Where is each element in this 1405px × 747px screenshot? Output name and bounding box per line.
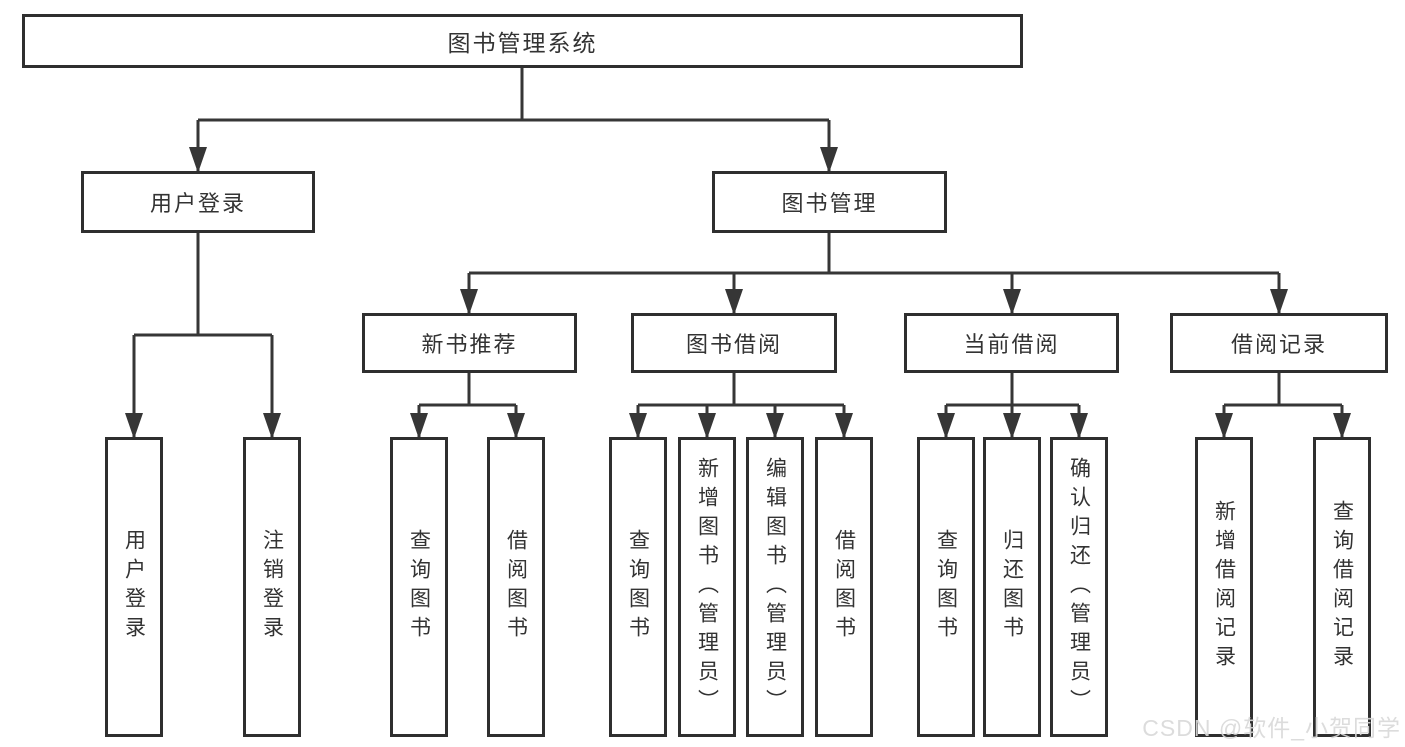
leaf-return-book-label: 归还图书	[1000, 529, 1024, 645]
leaf-user-login: 用户登录	[105, 437, 163, 737]
leaf-add-borrow-record-label: 新增借阅记录	[1212, 500, 1236, 674]
leaf-query-books-current-label: 查询图书	[934, 529, 958, 645]
node-book-borrowing: 图书借阅	[631, 313, 837, 373]
leaf-query-borrow-record-label: 查询借阅记录	[1330, 500, 1354, 674]
leaf-logout: 注销登录	[243, 437, 301, 737]
arrowhead-icons	[125, 147, 1351, 439]
leaf-query-books-borrowing-label: 查询图书	[626, 529, 650, 645]
node-borrowing-records: 借阅记录	[1170, 313, 1388, 373]
node-root-system: 图书管理系统	[22, 14, 1023, 68]
leaf-confirm-return-admin: 确认归还（管理员）	[1050, 437, 1108, 737]
leaf-add-borrow-record: 新增借阅记录	[1195, 437, 1253, 737]
leaf-query-books-borrowing: 查询图书	[609, 437, 667, 737]
node-new-book-recommendation: 新书推荐	[362, 313, 577, 373]
leaf-add-book-admin: 新增图书（管理员）	[678, 437, 736, 737]
leaf-add-book-admin-label: 新增图书（管理员）	[695, 456, 719, 718]
leaf-query-books-current: 查询图书	[917, 437, 975, 737]
leaf-edit-book-admin-label: 编辑图书（管理员）	[763, 456, 787, 718]
leaf-edit-book-admin: 编辑图书（管理员）	[746, 437, 804, 737]
leaf-borrow-books-recommendation: 借阅图书	[487, 437, 545, 737]
leaf-query-books-recommendation-label: 查询图书	[407, 529, 431, 645]
node-user-login: 用户登录	[81, 171, 315, 233]
leaf-return-book: 归还图书	[983, 437, 1041, 737]
leaf-query-books-recommendation: 查询图书	[390, 437, 448, 737]
leaf-borrow-books-borrowing-label: 借阅图书	[832, 529, 856, 645]
leaf-borrow-books-recommendation-label: 借阅图书	[504, 529, 528, 645]
leaf-logout-label: 注销登录	[260, 529, 284, 645]
leaf-query-borrow-record: 查询借阅记录	[1313, 437, 1371, 737]
node-book-management: 图书管理	[712, 171, 947, 233]
leaf-confirm-return-admin-label: 确认归还（管理员）	[1067, 456, 1091, 718]
leaf-borrow-books-borrowing: 借阅图书	[815, 437, 873, 737]
node-current-borrowing: 当前借阅	[904, 313, 1119, 373]
leaf-user-login-label: 用户登录	[122, 529, 146, 645]
